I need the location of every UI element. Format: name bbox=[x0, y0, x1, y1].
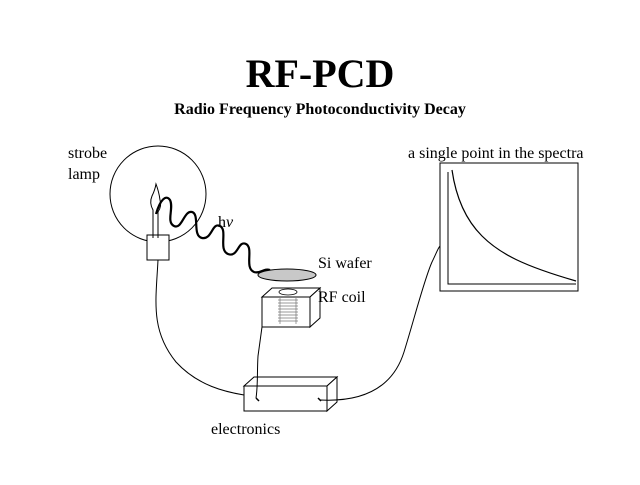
decay-curve bbox=[451, 169, 577, 282]
electronics-box-front bbox=[243, 385, 328, 412]
label-strobe: strobe bbox=[68, 145, 108, 162]
lamp-filament bbox=[150, 182, 162, 238]
label-si-wafer: Si wafer bbox=[318, 255, 372, 272]
electronics-box-top bbox=[242, 376, 339, 387]
si-wafer bbox=[257, 268, 317, 282]
wire-lamp bbox=[155, 259, 245, 396]
label-spectra: a single point in the spectra bbox=[408, 145, 584, 162]
label-lamp: lamp bbox=[68, 166, 100, 183]
label-electronics: electronics bbox=[211, 421, 281, 438]
label-rf-coil: RF coil bbox=[318, 289, 366, 306]
page-subtitle: Radio Frequency Photoconductivity Decay bbox=[174, 101, 466, 118]
spectrum-frame bbox=[439, 162, 579, 292]
photon-wave bbox=[154, 196, 271, 274]
wire-spectrum bbox=[319, 245, 441, 401]
wire-coil bbox=[255, 326, 263, 399]
coil-winding bbox=[278, 288, 298, 296]
spectrum-axes bbox=[447, 172, 576, 285]
coil-hatching bbox=[278, 298, 298, 324]
lamp-base bbox=[146, 234, 170, 261]
label-photon-nu: ν bbox=[226, 214, 234, 231]
label-photon: hν bbox=[218, 213, 233, 233]
label-photon-h: h bbox=[218, 214, 226, 231]
page-title: RF-PCD bbox=[245, 51, 395, 96]
connector-left bbox=[255, 397, 260, 402]
